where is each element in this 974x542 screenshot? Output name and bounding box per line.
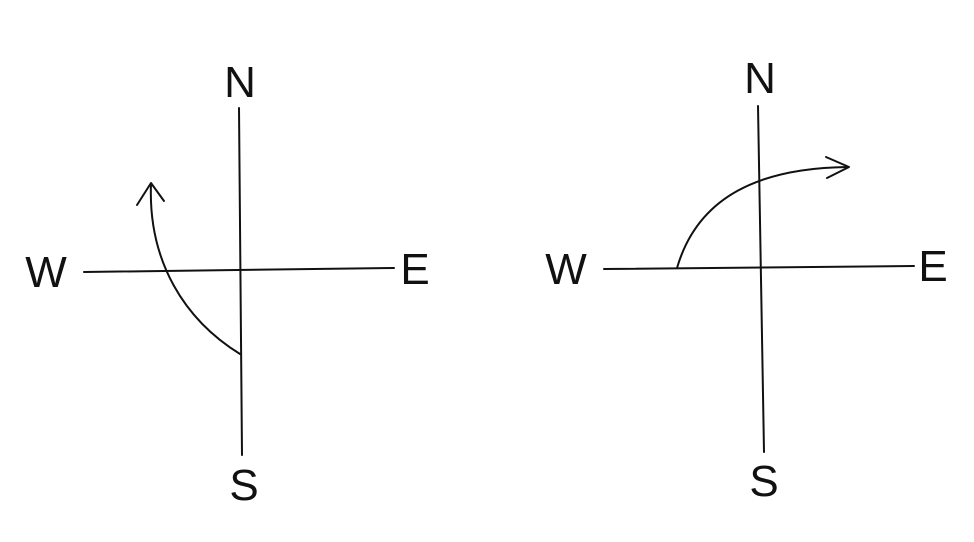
compass-right-label-north: N — [744, 54, 776, 103]
compass-right-arrowhead-icon — [825, 156, 850, 179]
compass-left-north-south-axis — [238, 107, 243, 456]
compass-left: N S W E — [25, 58, 429, 510]
compass-right-label-west: W — [545, 245, 587, 294]
compass-left-label-south: S — [229, 461, 258, 510]
compass-left-arrowhead-icon — [136, 182, 165, 206]
compass-right-north-south-axis — [757, 105, 765, 453]
compass-left-label-north: N — [224, 58, 256, 107]
compass-left-west-east-axis — [83, 267, 395, 273]
compass-right-label-east: E — [918, 242, 947, 291]
compass-left-label-east: E — [400, 245, 429, 294]
compass-left-label-west: W — [25, 248, 67, 297]
compass-right: N S W E — [545, 54, 947, 506]
compass-right-west-east-axis — [603, 265, 915, 270]
compass-left-rotation-arc — [149, 183, 241, 355]
compass-right-rotation-arc — [676, 166, 849, 269]
compass-right-label-south: S — [749, 457, 778, 506]
